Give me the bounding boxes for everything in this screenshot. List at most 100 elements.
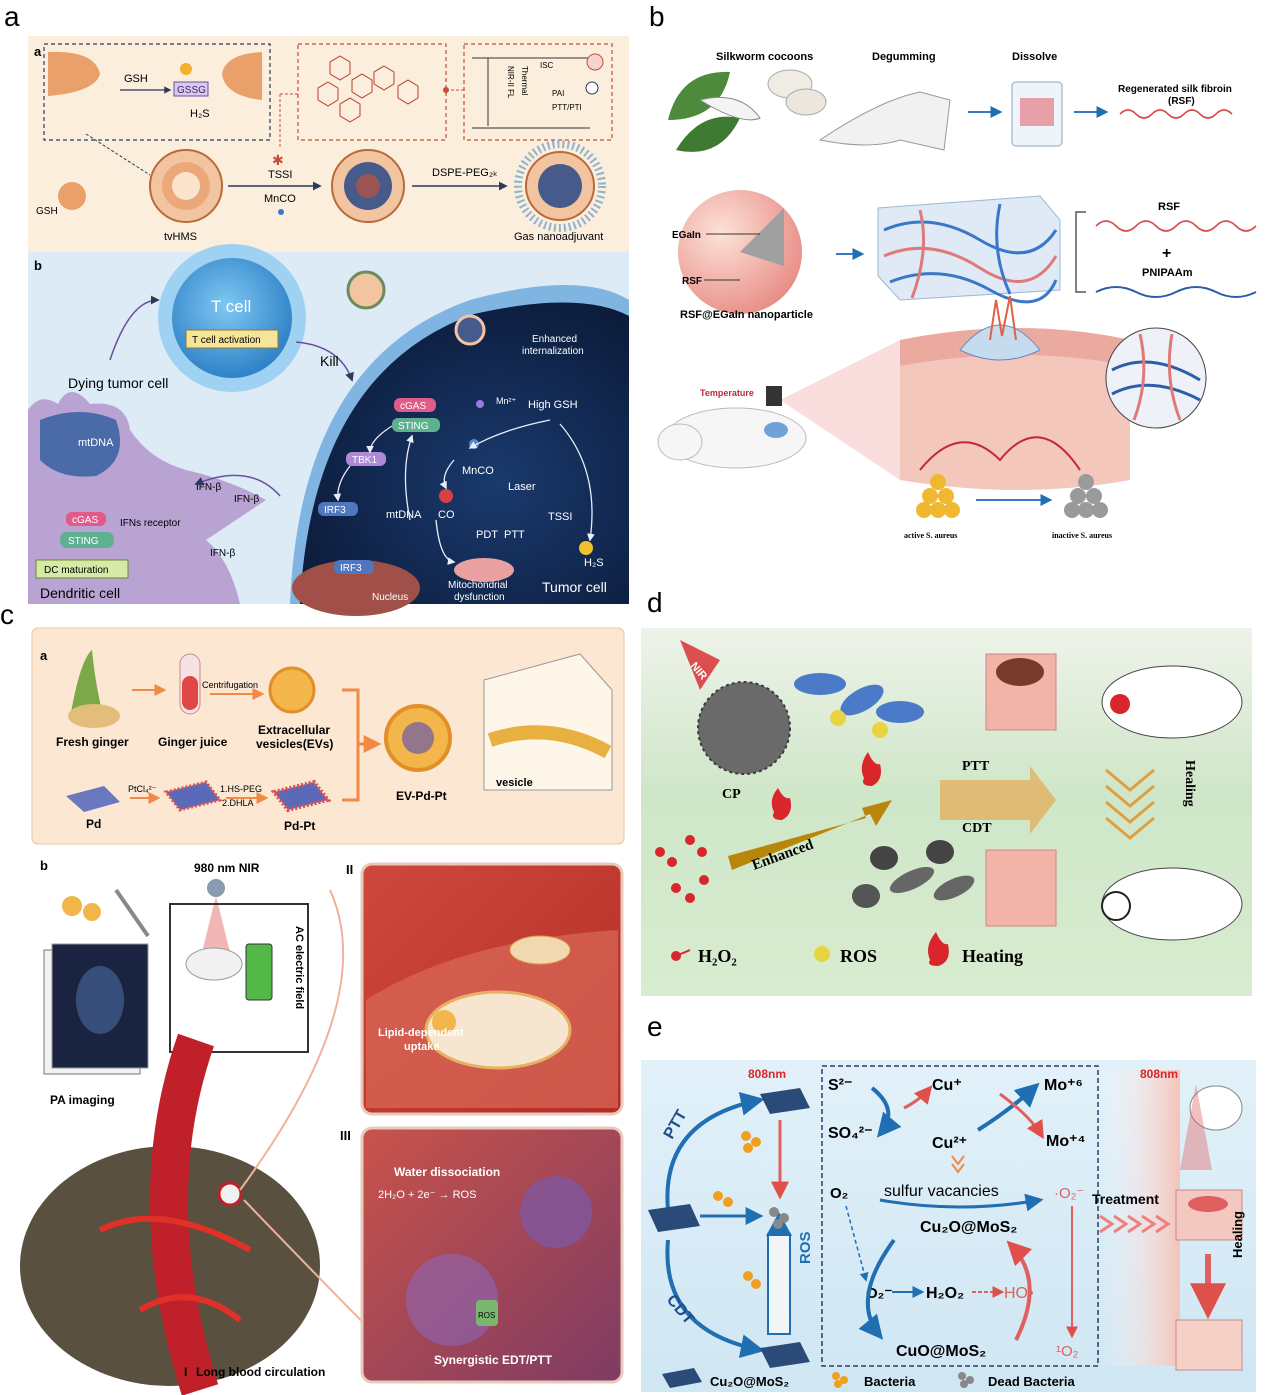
mtdna-cluster [40,412,121,477]
gsh-label: GSH [124,73,148,85]
dc-maturation-label: DC maturation [44,565,108,576]
sting-pill-2 [392,418,440,432]
cu2-to-mo6-arrow [976,1082,1040,1132]
pd-label: Pd [86,817,101,831]
ptt-pti-label: PTT/PTI [552,103,582,112]
battery [245,943,273,1001]
temperature-label: Temperature [700,388,754,398]
ros-robot [476,1300,498,1326]
extracellular-vesicles [268,666,316,714]
h2s-molecule [579,541,593,555]
ifn-beta-label-1: IFN-β [196,482,221,493]
pa-image-signal [76,966,124,1034]
gsh-to-h2s-arrow [559,423,595,542]
gsh-reaction-box [43,43,271,141]
ros-dot-2 [872,722,888,738]
ginger-leaves [70,650,104,718]
mouse-d-top [1101,665,1243,739]
rsf-label-1: Regenerated silk fibroin [1118,84,1232,95]
h2o2-label-e: H₂O₂ [926,1285,964,1302]
lipid-label-1: Lipid-dependent [378,1027,464,1039]
treatment-label: Treatment [1092,1191,1159,1207]
vacancy-chevron [951,1155,965,1174]
cp-aggregate [698,682,790,774]
ptt-arc-arrow [665,1092,765,1211]
irf3-label-1: IRF3 [324,505,346,516]
h2o2-legend-icon [671,949,691,961]
cu-plus-label: Cu⁺ [932,1077,962,1094]
network-zoom-blue [1111,360,1201,402]
tvhms-label: tvHMS [164,231,197,243]
panel-a-sub-b: b [34,258,42,273]
pnipaam-label: PNIPAAm [1142,267,1193,279]
loaded-particle [331,149,405,223]
rsf-chain-2 [1095,220,1257,232]
gssg-box [173,81,209,97]
ginger-root [68,704,120,728]
rsf-chain [1119,109,1233,119]
nir-beam-d [680,640,720,690]
panel-c-sub-a: a [40,648,48,663]
treatment-arrow-d [940,766,1056,834]
co-molecule [439,489,453,503]
dendritic-cell-label: Dendritic cell [40,585,120,601]
tvhms-particle [149,149,223,223]
ifn-beta-label-3: IFN-β [210,548,235,559]
cp-texture [697,681,791,775]
mouse-head [657,423,703,461]
bacterium-d-1 [794,673,846,695]
mn-ion [476,400,484,408]
hs-peg-label: 1.HS-PEG [220,784,262,794]
fresh-ginger-label: Fresh ginger [56,735,129,749]
centrifugation-label: Centrifugation [202,680,258,690]
rsf-inner-label: RSF [682,276,702,287]
high-gsh-label: High GSH [528,399,578,411]
bacteria-cluster-e [713,1131,761,1289]
mnco-to-co-arrow [439,459,455,490]
panel-a-sub-a: a [34,44,42,59]
gsh-to-mnco-arrow [468,419,551,449]
hydrogel-in-wound [959,324,1041,361]
bacterium-d-3 [876,701,924,723]
thermal-label: Thermal [520,66,529,96]
mouse-c [185,947,243,981]
mouse-wound-hydrogel [764,422,788,438]
pai-label: PAI [552,89,564,98]
co-to-mito-arrow [435,519,456,565]
tbk1-to-irf3-arrow [333,465,351,502]
small-cell [509,935,571,965]
mitochondria [454,558,514,582]
ros-arrow-body [767,1233,791,1335]
cu2-label: Cu²⁺ [932,1135,967,1152]
network-zoom-circle [1105,327,1207,429]
inset-iii-cell-2 [406,1254,498,1346]
enhanced-label: Enhanced [532,334,577,345]
cu2o-mos2-sheet-bottom [760,1342,810,1368]
hydroxyl-label: HO• [1004,1285,1034,1302]
mulberry-leaf-2 [676,116,740,152]
mito-label-2: dysfunction [454,592,505,603]
808nm-label-2: 808nm [1140,1067,1178,1081]
ev-particle-2 [83,903,101,921]
cuo-to-cu2o-arrow [1006,1240,1033,1341]
hydrogel-network [877,195,1061,304]
blood-vessel-c [150,1033,219,1395]
inset-iii-cell [520,1176,592,1248]
vesicle-membrane [487,725,612,759]
cgas-label-2: cGAS [400,401,426,412]
so4-label: SO₄²⁻ [828,1125,873,1142]
panel-d: d NIR CP Enhanced PTT CDT Healing [641,587,1252,996]
skin-block [900,328,1130,490]
degumming-label: Degumming [872,51,936,63]
tssi-molecule-structure [317,55,419,123]
h2o2-molecules [655,835,709,903]
degummed-fiber [818,91,951,151]
dead-bacterium-4 [889,866,935,894]
panel-c: c a Fresh ginger Ginger juice Centrifuga… [0,599,625,1395]
nir-label: 980 nm NIR [194,861,260,875]
gssg-label: GSSG [177,85,206,96]
h2o2-legend: H₂O₂ [698,946,737,966]
o2-to-superoxide-dashed [845,1205,869,1282]
sulfur-vacancies-label: sulfur vacancies [884,1183,999,1200]
o2-label: O₂ [830,1185,848,1202]
